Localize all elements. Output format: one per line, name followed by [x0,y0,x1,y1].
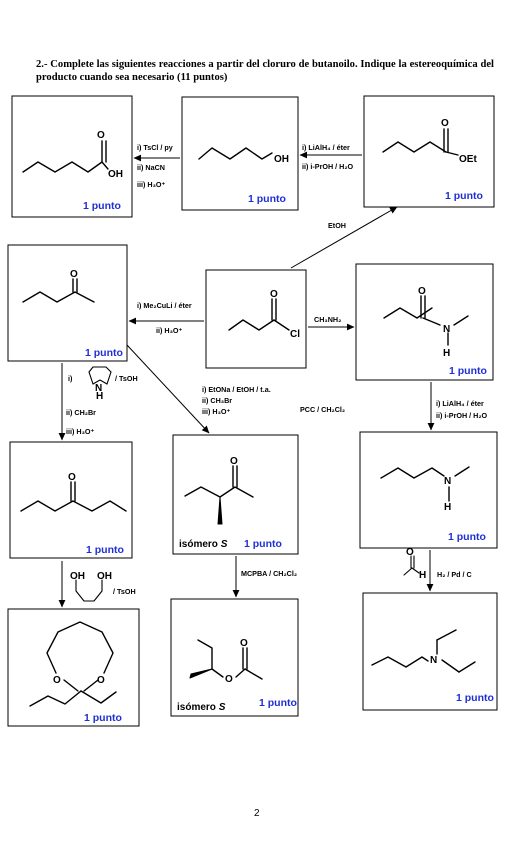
piperidine-ring [88,366,112,385]
atom-o-chloride: O [270,289,278,300]
points-label: 1 punto [248,193,286,205]
box-butanol [181,96,299,211]
atom-o-acetaldehyde: O [406,547,414,558]
pentanoic-acid-structure [22,140,109,173]
atom-o-ester-carbonyl: O [240,638,248,649]
pentan-2-one-structure [22,278,95,303]
reagent-tscl: i) TsCl / py [137,143,173,152]
tertiary-amine-structure [371,629,476,673]
points-label: 1 punto [259,697,297,709]
points-label: 1 punto [449,365,487,377]
atom-n-piperidine: N [95,383,102,394]
diol-structure [75,579,103,602]
box-ester-product [170,598,299,717]
n-methylbutylamine-structure [380,466,470,502]
reagent-etoh: EtOH [328,221,346,230]
points-label: 1 punto [85,347,123,359]
atom-n-amide: N [443,324,450,335]
points-label: 1 punto [448,531,486,543]
butanol-structure [198,147,273,160]
points-label: 1 punto [86,544,124,556]
box-tertiary-amine [362,592,498,711]
ester-product-structure [197,639,263,680]
ketal-structure [29,621,117,707]
box-butanoyl-chloride [205,269,307,369]
box-ethyl-butanoate [363,95,495,208]
isomer-label: isómero S [179,539,228,550]
isomer-label: isómero S [177,702,226,713]
reagent-nacn: ii) NaCN [137,163,165,172]
atom-oet: OEt [459,154,477,165]
atom-o-pentanone: O [70,269,78,280]
reagent-lialh4-2: i) LiAlH₄ / éter [436,399,484,408]
box-methylpentanone [172,434,299,555]
butanoyl-chloride-structure [228,298,290,331]
box-n-methylbutylamine [359,431,498,549]
reagent-h3o-1: iii) H₃O⁺ [137,180,165,189]
n-methylbutanamide-structure [383,295,469,346]
atom-o-ketal-left: O [53,675,61,686]
methylpentanone-structure [184,465,254,498]
page-number: 2 [254,808,260,819]
atom-o-acid: O [97,130,105,141]
atom-oh-diol-left: OH [70,571,85,582]
atom-o-amide: O [418,286,426,297]
box-pentanoic-acid [11,95,133,218]
atom-h-amide: H [443,348,450,359]
reagent-iproh-2: ii) i-PrOH / H₂O [436,411,488,420]
atom-o-hexanone: O [68,472,76,483]
ethyl-butanoate-structure [382,128,459,156]
reagent-etona: i) EtONa / EtOH / t.a. [202,385,271,394]
atom-o-ester: O [441,118,449,129]
reagent-mcpba: MCPBA / CH₂Cl₂ [241,569,297,578]
isomer-prefix: isómero [177,702,216,713]
reagent-lialh4-1: i) LiAlH₄ / éter [302,143,350,152]
reagent-ch3nh2: CH₃NH₂ [314,315,341,324]
arrow-ketone-to-methylpentanone [126,344,210,434]
reagent-h3o-3: iii) H₃O⁺ [66,427,94,436]
question-header: 2.- Complete las siguientes reacciones a… [36,59,494,83]
box-n-methylbutanamide [355,263,494,381]
box-ketal [7,608,140,727]
reagent-diol-tsoh: / TsOH [113,587,136,596]
acetaldehyde-structure [403,555,420,576]
wedge-bond-ester [189,668,213,679]
box-pentan-2-one [7,244,128,362]
reagent-ch3br: ii) CH₃Br [202,396,232,405]
isomer-prefix: isómero [179,539,218,550]
points-label: 1 punto [445,190,483,202]
reagent-pcc: PCC / CH₂Cl₂ [300,405,345,414]
atom-o-ester-ether: O [225,674,233,685]
box-hexan-3-one [9,441,133,559]
points-label: 1 punto [456,692,494,704]
atom-h-piperidine: H [96,391,103,402]
wedge-bond [217,496,223,525]
atom-n-tertiary: N [430,655,437,666]
points-label: 1 punto [83,200,121,212]
reagent-h3o-2: ii) H₃O⁺ [156,326,182,335]
arrow-chloride-to-ester [290,206,398,269]
reagent-iproh-1: ii) i-PrOH / H₂O [302,162,354,171]
reagent-ch2br: ii) CH₂Br [66,408,96,417]
hexan-3-one-structure [20,481,127,512]
reagent-h2pdc: H₂ / Pd / C [437,570,472,579]
atom-oh-butanol: OH [274,154,289,165]
reagent-enamine-i: i) [68,374,73,383]
reagent-enamine-tsoh: / TsOH [115,374,138,383]
atom-o-ketal-right: O [97,675,105,686]
atom-oh-acid: OH [108,169,123,180]
isomer-letter: S [221,539,228,550]
atom-o-methylpentanone: O [230,456,238,467]
atom-n-amine: N [444,476,451,487]
atom-h-acetaldehyde: H [419,570,426,581]
reagent-h3o-4: iii) H₃O⁺ [202,407,230,416]
isomer-letter: S [219,702,226,713]
reagent-me2culi: i) Me₂CuLi / éter [137,301,192,310]
atom-oh-diol-right: OH [97,571,112,582]
atom-cl: Cl [290,329,300,340]
atom-h-amine: H [444,502,451,513]
points-label: 1 punto [244,538,282,550]
points-label: 1 punto [84,712,122,724]
